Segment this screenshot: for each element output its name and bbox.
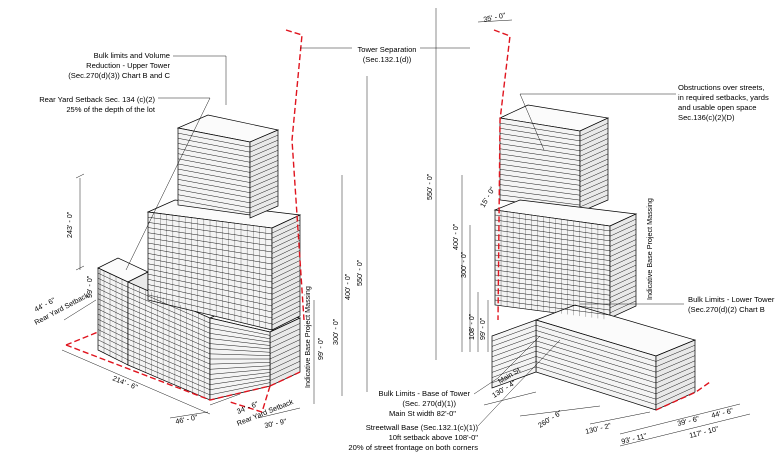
dim-117-10: 117' - 10" — [688, 424, 719, 440]
dim-108: 108' - 0" — [467, 313, 476, 340]
dim-15: 15' - 0" — [478, 185, 497, 209]
bulk-base-label-2: (Sec. 270(d)(1)) — [402, 399, 456, 408]
dim-30-9: 30' - 9" — [264, 416, 288, 430]
bulk-limits-label-1: Bulk limits and Volume — [94, 51, 170, 60]
right-red-setback — [493, 29, 711, 411]
obstructions-label-4: Sec.136(c)(2)(D) — [678, 113, 735, 122]
bulk-lower-label-1: Bulk Limits - Lower Tower — [688, 295, 775, 304]
tower-separation-label-2: (Sec.132.1(d)) — [363, 55, 412, 64]
bulk-base-label-1: Bulk Limits - Base of Tower — [379, 389, 471, 398]
obstructions-label-3: and usable open space — [678, 103, 757, 112]
bulk-base-label-3: Main St width 82'-0" — [389, 409, 456, 418]
dim-550-left: 550' - 0" — [355, 259, 364, 286]
bulk-limits-label-2: Reduction - Upper Tower — [86, 61, 170, 70]
rear-yard-label-2: 25% of the depth of the lot — [66, 105, 156, 114]
dim-214-6: 214' - 6" — [111, 374, 139, 392]
dim-99-right: 99' - 0" — [478, 317, 487, 340]
streetwall-label-2: 10ft setback above 108'-0" — [389, 433, 479, 442]
streetwall-label-3: 20% of street frontage on both corners — [348, 443, 478, 452]
obstructions-label-2: in required setbacks, yards — [678, 93, 769, 102]
dim-93-11: 93' - 11" — [620, 431, 648, 446]
indicative-massing-right: Indicative Base Project Massing — [645, 198, 654, 300]
right-floor-lines — [491, 122, 696, 405]
dim-400-right: 400' - 0" — [451, 223, 460, 250]
left-annotation-lines — [61, 47, 470, 419]
dim-300-left: 300' - 0" — [331, 318, 340, 345]
streetwall-label-1: Streetwall Base (Sec.132.1(c)(1)) — [366, 423, 479, 432]
bulk-lower-label-2: (Sec.270(d)(2) Chart B — [688, 305, 765, 314]
left-red-setback — [65, 29, 305, 413]
bulk-limits-label-3: (Sec.270(d)(3)) Chart B and C — [68, 71, 170, 80]
right-building — [491, 104, 697, 411]
left-floor-lines — [97, 132, 301, 398]
dim-39-6: 39' - 6" — [676, 414, 700, 428]
dim-550-right: 550' - 0" — [425, 173, 434, 200]
dim-99: 99' - 0" — [85, 275, 94, 298]
dim-260-6: 260' - 6" — [536, 408, 563, 430]
dim-44-6-right: 44' - 6" — [710, 406, 734, 420]
obstructions-label-1: Obstructions over streets, — [678, 83, 765, 92]
dim-400-left: 400' - 0" — [343, 273, 352, 300]
dim-35: 35' - 0" — [483, 10, 507, 24]
dim-300-right: 300' - 0" — [459, 251, 468, 278]
dim-243: 243' - 0" — [65, 211, 74, 238]
dim-99-b: 99' - 0" — [316, 337, 325, 360]
dim-130-2: 130' - 2" — [584, 421, 612, 436]
dim-46: 46' - 0" — [175, 412, 199, 426]
tower-separation-label-1: Tower Separation — [357, 45, 416, 54]
rear-yard-label-1: Rear Yard Setback Sec. 134 (c)(2) — [39, 95, 155, 104]
indicative-massing-left: Indicative Base Project Massing — [303, 286, 312, 388]
right-annotation-lines — [435, 8, 751, 447]
